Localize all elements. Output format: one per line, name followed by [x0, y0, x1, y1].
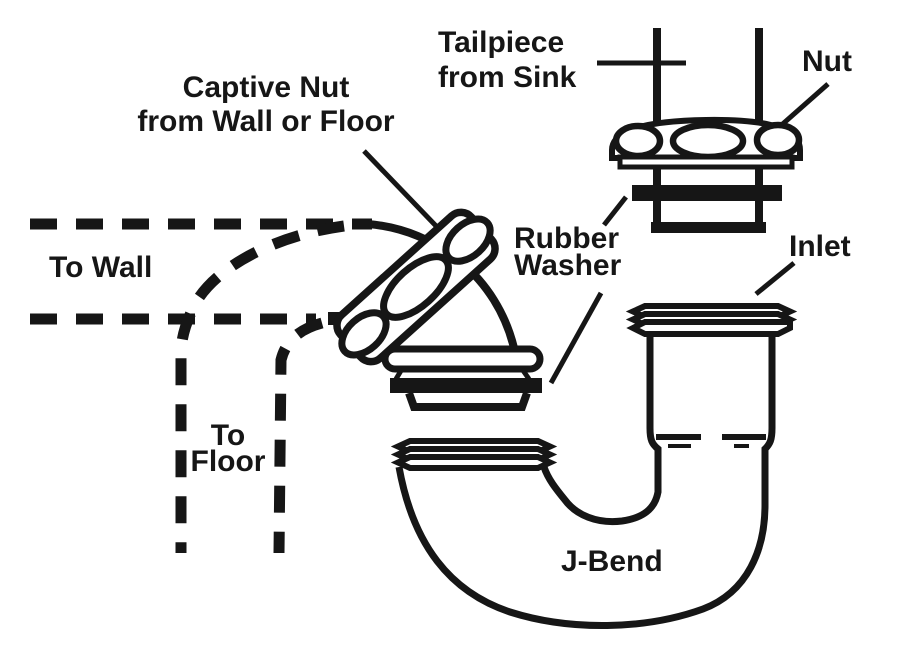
- label-to-floor: To Floor: [188, 419, 268, 478]
- label-captive-nut: Captive Nut from Wall or Floor: [134, 71, 398, 139]
- captive-nut-leader-line: [362, 149, 440, 230]
- label-nut: Nut: [802, 45, 852, 78]
- inlet-hub-left-wall: [646, 330, 662, 470]
- label-to-wall: To Wall: [49, 251, 153, 284]
- inlet-leader-line: [754, 261, 796, 296]
- elbow-captive-nut-assembly: [328, 208, 544, 411]
- captive-nut-upper-facet: [442, 215, 494, 265]
- floor-pipe-inner-dashed-curve: [273, 317, 324, 554]
- j-bend-body-fill: [399, 444, 765, 626]
- left-thread-ring: [390, 454, 558, 471]
- label-rubber-washer-line2: Washer: [514, 249, 622, 282]
- hidden-drain-pipe: [30, 218, 372, 554]
- label-captive-nut-line2: from Wall or Floor: [137, 105, 395, 138]
- j-bend-body-outline: [395, 444, 769, 630]
- label-rubber-washer: Rubber Washer: [514, 222, 622, 282]
- slip-nut-right-facet: [753, 121, 803, 159]
- elbow-rubber-washer: [390, 378, 542, 393]
- slip-nut-flange: [617, 154, 795, 170]
- nut-leader-line: [775, 82, 830, 131]
- label-j-bend: J-Bend: [561, 545, 663, 578]
- captive-nut-lower-facet: [338, 309, 390, 359]
- elbow-flange-washer: [381, 345, 544, 373]
- label-tailpiece-line1: Tailpiece: [438, 26, 565, 59]
- rubber-washer-upper-leader-line: [602, 195, 628, 227]
- label-inlet: Inlet: [789, 230, 851, 263]
- label-to-floor-line2: Floor: [190, 445, 266, 478]
- label-rubber-washer-line1: Rubber: [514, 222, 619, 255]
- floor-pipe-outer-dashed-curve: [175, 220, 345, 553]
- captive-nut: [333, 208, 499, 366]
- j-bend-left-threads: [390, 438, 558, 471]
- tailpiece-bottom-edge: [651, 222, 766, 233]
- j-bend-assembly: [390, 303, 798, 630]
- label-tailpiece-line2: from Sink: [438, 61, 577, 94]
- elbow-pipe-end: [405, 391, 531, 411]
- inlet-hub-fill: [650, 330, 772, 455]
- label-to-floor-line1: To: [210, 419, 246, 452]
- inlet-hub-right-wall: [761, 330, 776, 470]
- rubber-washer-lower-leader-line: [548, 291, 604, 385]
- slip-nut-center-facet: [669, 121, 747, 161]
- inlet-threads: [625, 303, 798, 337]
- leader-lines: [362, 60, 830, 385]
- tailpiece-assembly: [609, 28, 803, 233]
- tailpiece-rubber-washer: [632, 185, 782, 201]
- washer-left-side-line: [393, 367, 405, 381]
- inlet-thread-ring: [626, 319, 793, 337]
- captive-nut-center-facet: [380, 253, 452, 321]
- label-captive-nut-line1: Captive Nut: [182, 71, 350, 104]
- slip-nut-left-facet: [612, 122, 664, 160]
- label-tailpiece-from-sink: Tailpiece from Sink: [438, 25, 576, 95]
- washer-right-side-line: [519, 367, 532, 381]
